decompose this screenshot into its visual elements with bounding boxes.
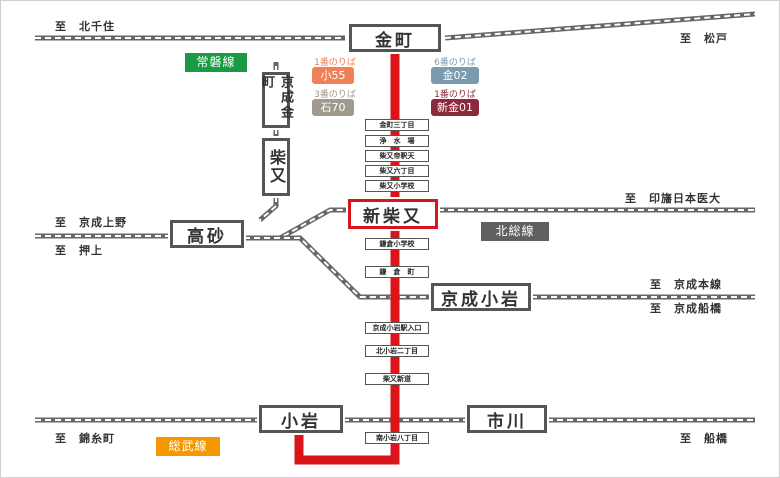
bus-stop: 京成小岩駅入口 — [365, 322, 429, 334]
dest-oshiage: 至 押上 — [55, 244, 103, 257]
hokuso-line-track-ties — [35, 209, 755, 239]
joban-line-track-ties — [35, 13, 756, 39]
dest-keisei-motosen: 至 京成本線 — [650, 278, 722, 291]
shinkin01-platform: 1番のりば — [434, 90, 476, 100]
bus-stop: 鎌倉小学校 — [365, 238, 429, 250]
bus-stop: 南小岩八丁目 — [365, 432, 429, 444]
dest-keisei-funabashi: 至 京成船橋 — [650, 302, 722, 315]
bus-stop: 柴又帝釈天 — [365, 150, 429, 162]
sobu-line-label: 総武線 — [156, 437, 220, 456]
dest-funabashi: 至 船橋 — [680, 432, 728, 445]
joban-line-label: 常磐線 — [185, 53, 247, 72]
hokuso-line-label: 北総線 — [481, 222, 549, 241]
ko55-platform: 1番のりば — [314, 58, 356, 68]
dest-inba: 至 印旛日本医大 — [625, 192, 721, 205]
bus-kin02-badge: 金02 — [431, 67, 479, 84]
dest-kinshicho: 至 錦糸町 — [55, 432, 115, 445]
bus-stop: 金町三丁目 — [365, 119, 429, 131]
station-keisei-kanamachi: 京成金町 — [259, 72, 293, 128]
station-shibamata: 柴又 — [262, 138, 290, 196]
bus-stop: 柴又六丁目 — [365, 165, 429, 177]
dest-kitasenju: 至 北千住 — [55, 20, 115, 33]
bus-shinkin01-badge: 新金01 — [431, 99, 479, 116]
bus-stop: 鎌 倉 町 — [365, 266, 429, 278]
keisei-kanamachi-track-ties — [259, 62, 277, 221]
station-ichikawa: 市川 — [467, 405, 547, 433]
rail-tracks — [35, 11, 756, 423]
bus-ko55-badge: 小55 — [312, 67, 354, 84]
station-keisei-koiwa: 京成小岩 — [431, 283, 531, 311]
bus-stop: 北小岩二丁目 — [365, 345, 429, 357]
station-takasago: 高砂 — [170, 220, 244, 248]
bus-stop: 柴又小学校 — [365, 180, 429, 192]
station-shin-shibamata: 新柴又 — [348, 199, 438, 229]
seki70-platform: 3番のりば — [314, 90, 356, 100]
station-koiwa: 小岩 — [259, 405, 343, 433]
bus-stop: 柴又新道 — [365, 373, 429, 385]
dest-keisei-ueno: 至 京成上野 — [55, 216, 127, 229]
bus-stop: 浄 水 場 — [365, 135, 429, 147]
bus-seki70-badge: 石70 — [312, 99, 354, 116]
dest-matsudo: 至 松戸 — [680, 32, 728, 45]
station-kanamachi: 金町 — [349, 24, 441, 52]
kin02-platform: 6番のりば — [434, 58, 476, 68]
